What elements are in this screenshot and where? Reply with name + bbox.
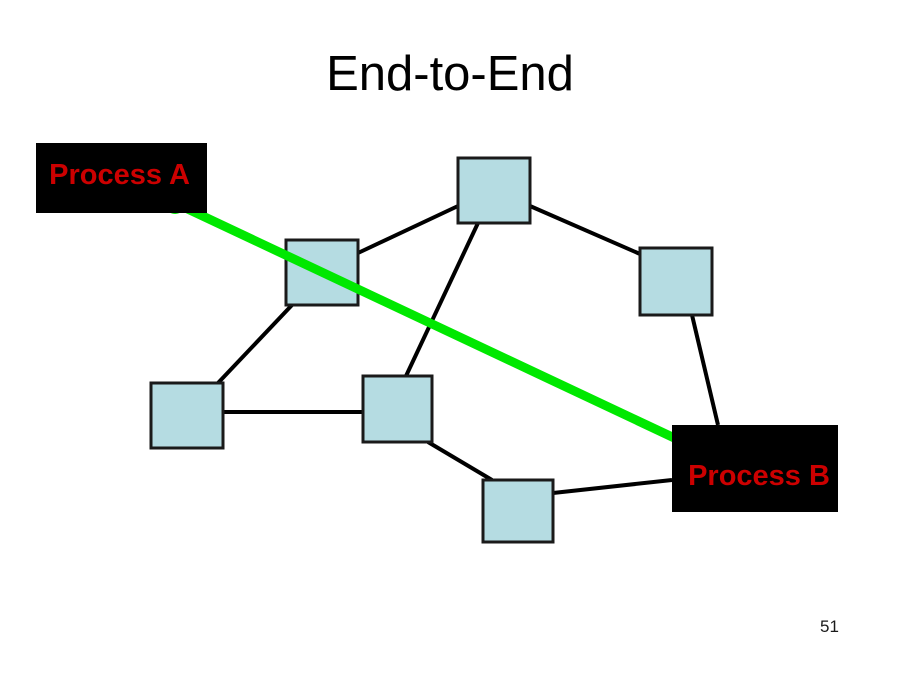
process-b-box[interactable]: Process B bbox=[672, 425, 838, 512]
link-node6-procb bbox=[552, 478, 673, 495]
process-a-box[interactable]: Process A bbox=[36, 143, 207, 213]
process-b-label: Process B bbox=[688, 460, 830, 492]
node-6[interactable] bbox=[481, 478, 555, 544]
link-node3-procb bbox=[690, 314, 720, 426]
link-node5-node6 bbox=[426, 440, 494, 482]
link-node2-node5 bbox=[404, 222, 480, 377]
process-a-label: Process A bbox=[49, 158, 190, 191]
page-title: End-to-End bbox=[326, 47, 574, 101]
node-3[interactable] bbox=[638, 246, 714, 317]
end-to-end-path[interactable] bbox=[170, 198, 690, 448]
node-5[interactable] bbox=[361, 374, 434, 444]
page-number: 51 bbox=[820, 617, 839, 636]
network-links-layer bbox=[216, 204, 720, 495]
link-node2-node3 bbox=[529, 204, 641, 256]
node-2[interactable] bbox=[456, 156, 532, 225]
link-node1-node2 bbox=[357, 204, 459, 255]
link-node1-node4 bbox=[216, 303, 294, 385]
node-4[interactable] bbox=[149, 381, 225, 450]
